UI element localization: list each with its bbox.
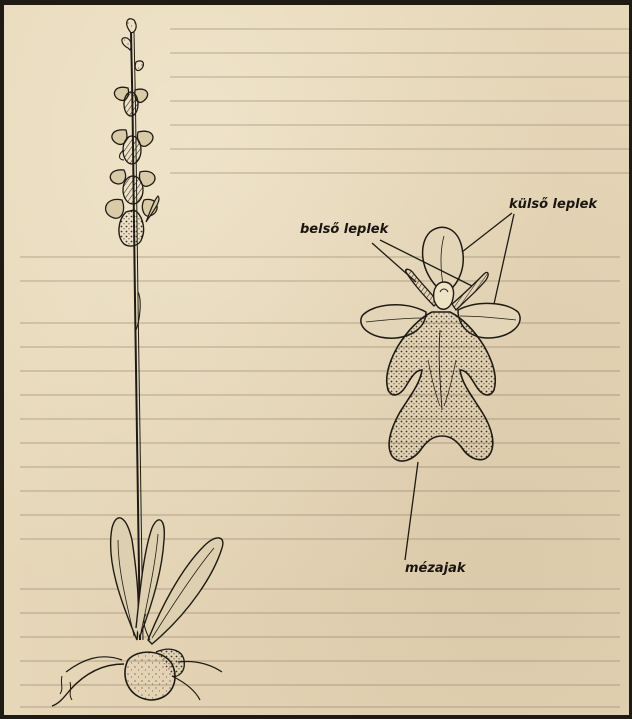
leader-belso-left	[372, 243, 416, 282]
flower-bud	[127, 19, 136, 33]
leader-kulso-right	[494, 214, 514, 304]
label-outer-tepals: külső leplek	[509, 197, 597, 212]
flower-bud	[122, 38, 132, 50]
flower-bud	[135, 61, 143, 71]
flower-detail	[361, 227, 520, 461]
label-inner-tepals: belső leplek	[300, 222, 388, 237]
flower-column	[434, 282, 454, 309]
leader-kulso-top	[462, 213, 512, 252]
plant-root	[52, 664, 124, 706]
leader-mezajak	[405, 462, 418, 560]
label-labellum: mézajak	[405, 561, 466, 576]
whole-plant	[52, 19, 223, 706]
plant-leaf	[111, 518, 139, 640]
plant-flower	[114, 87, 147, 116]
